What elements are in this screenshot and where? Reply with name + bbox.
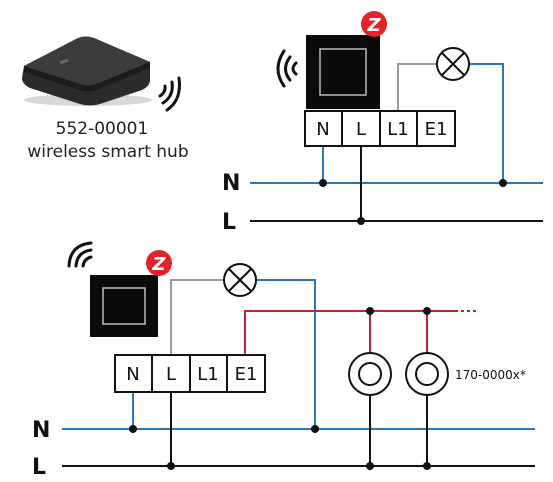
top-lamp-icon [436,47,470,81]
hub-description: wireless smart hub [27,142,188,162]
bottom-terminal-label: E1 [235,364,258,385]
bottom-junction-dot [366,462,374,470]
bottom-switched-wire [170,279,224,355]
bottom-terminal-label: L1 [197,364,218,385]
bottom-junction-dot [366,307,374,315]
bottom-junction-dot [311,425,319,433]
top-terminal-block: N L L1 E1 [304,110,456,147]
pushbutton-2-icon [405,352,449,396]
bottom-zigbee-letter: Z [151,254,166,275]
top-wireless-icon [276,49,298,88]
bottom-junction-dot [423,462,431,470]
hub-part-number: 552-00001 [56,119,149,139]
top-junction-dot [499,179,507,187]
top-junction-dot [319,179,327,187]
pushbutton-label: 170-0000x* [455,368,526,382]
bottom-zigbee-icon: Z [146,250,172,276]
bottom-junction-dot [167,462,175,470]
hub-wireless-icon [158,76,181,112]
top-dimmer-device [306,35,380,109]
top-neutral-rail-label: N [222,171,240,196]
bottom-terminal-label: N [126,364,139,385]
extension-wire [244,310,455,355]
top-terminal-label: E1 [425,119,448,140]
top-lamp-return-wire [469,63,504,183]
bottom-live-rail-label: L [32,455,46,478]
bottom-lamp-return-wire [256,279,316,429]
smart-hub-device [22,36,152,106]
bottom-dimmer-device [90,275,158,337]
pushbutton-1-icon [348,352,392,396]
bottom-wireless-icon [67,241,93,268]
top-zigbee-letter: Z [366,15,381,36]
top-live-rail-label: L [222,210,236,235]
top-zigbee-icon: Z [361,11,387,37]
bottom-junction-dot [423,307,431,315]
bottom-lamp-icon [223,263,257,297]
top-terminal-label: N [316,119,329,140]
bottom-junction-dot [129,425,137,433]
top-terminal-label: L1 [387,119,408,140]
bottom-neutral-rail-label: N [32,418,50,443]
bottom-terminal-block: N L L1 E1 [114,354,266,393]
bottom-terminal-label: L [166,364,176,385]
top-terminal-label: L [356,119,366,140]
top-switched-wire [397,63,437,111]
top-junction-dot [357,217,365,225]
